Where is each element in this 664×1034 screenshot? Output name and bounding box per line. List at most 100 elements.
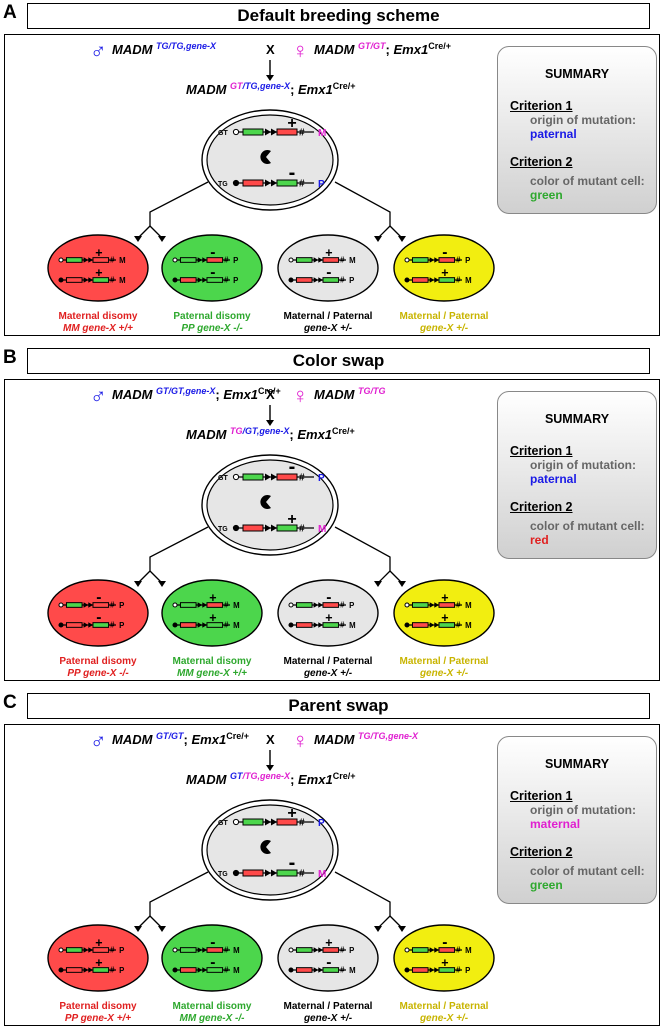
loxp-triangle-icon — [429, 257, 435, 263]
loxp-triangle-icon — [265, 818, 271, 826]
loxp-triangle-icon — [197, 257, 203, 263]
allele-origin-letter: P — [119, 621, 124, 630]
criterion-1-text: origin of mutation: — [530, 803, 636, 817]
lox-circle-icon — [404, 947, 410, 953]
lox-circle-icon — [232, 869, 240, 877]
loxp-triangle-icon — [202, 967, 207, 973]
allele-sign: + — [95, 246, 102, 260]
allele-line: #+M — [232, 511, 326, 535]
allele-sign: + — [209, 591, 216, 605]
lox-circle-icon — [404, 622, 410, 628]
allele-origin-letter: P — [233, 276, 238, 285]
offspring-genotype: MADM GT/TG,gene-X; Emx1Cre/+ — [186, 771, 355, 787]
reporter-box-b — [438, 277, 456, 283]
panel-title: Parent swap — [27, 693, 650, 719]
hash-mark: # — [110, 946, 115, 955]
allele-line: #-P — [232, 162, 325, 190]
hash-mark: # — [340, 256, 345, 265]
reporter-box-b — [92, 277, 110, 283]
reporter-box-a — [179, 257, 197, 263]
loxp-triangle-icon — [83, 947, 89, 953]
cre-recombinase-icon — [260, 495, 271, 509]
criterion-1-text: origin of mutation: — [530, 113, 636, 127]
allele-line: #-P — [58, 589, 124, 610]
reporter-box-b — [322, 602, 340, 608]
lox-circle-icon — [58, 967, 64, 973]
hash-mark: # — [224, 256, 229, 265]
reporter-box-a — [179, 277, 197, 283]
loxp-triangle-icon — [429, 277, 435, 283]
allele-sign: - — [326, 589, 331, 606]
reporter-box-a — [179, 622, 197, 628]
reporter-box-a — [295, 602, 313, 608]
reporter-box-b — [438, 257, 456, 263]
arrow-down-icon — [266, 75, 274, 81]
tg-label: TG — [218, 526, 228, 533]
male-genotype-text: MADM GT/GT; Emx1Cre/+ — [112, 731, 249, 747]
hash-mark: # — [340, 276, 345, 285]
lox-circle-icon — [288, 257, 294, 263]
allele-line: #-M — [172, 954, 240, 975]
female-symbol-icon: ♀ — [292, 383, 309, 408]
daughter-label-1: Maternal disomy — [59, 311, 138, 322]
allele-sign: - — [442, 244, 447, 261]
allele-sign: - — [442, 934, 447, 951]
allele-sign: + — [287, 805, 296, 822]
male-genotype-text: MADM GT/GT,gene-X; Emx1Cre/+ — [112, 386, 281, 402]
allele-line: #+M — [288, 611, 356, 630]
criterion-1-value: maternal — [530, 817, 581, 831]
loxp-triangle-icon — [197, 622, 203, 628]
daughter-label-2: gene-X +/- — [303, 668, 353, 679]
allele-sign: + — [441, 956, 448, 970]
reporter-box-b — [322, 277, 340, 283]
reporter-box-a — [65, 602, 83, 608]
summary-title: SUMMARY — [544, 412, 610, 426]
loxp-triangle-icon — [265, 179, 271, 187]
loxp-triangle-icon — [318, 602, 323, 608]
reporter-box-b — [322, 257, 340, 263]
cross-x: X — [266, 732, 275, 747]
reporter-box-b — [322, 622, 340, 628]
allele-line: #+M — [172, 591, 240, 610]
male-genotype-text: MADM TG/TG,gene-X — [112, 41, 217, 57]
reporter-box-b — [438, 602, 456, 608]
reporter-box-b — [438, 947, 456, 953]
reporter-box-a — [65, 947, 83, 953]
hash-mark: # — [299, 524, 305, 535]
allele-sign: - — [96, 589, 101, 606]
criterion-2-label: Criterion 2 — [510, 845, 573, 859]
loxp-triangle-icon — [434, 947, 439, 953]
lox-circle-icon — [288, 622, 294, 628]
female-symbol-icon: ♀ — [292, 728, 309, 753]
allele-origin-letter: M — [119, 276, 126, 285]
reporter-box-b — [206, 967, 224, 973]
arrow-head-icon — [134, 926, 142, 932]
allele-line: #+M — [58, 266, 126, 285]
daughter-label-1: Maternal / Paternal — [400, 656, 489, 667]
loxp-triangle-icon — [434, 257, 439, 263]
allele-origin-letter: M — [349, 621, 356, 630]
loxp-triangle-icon — [429, 947, 435, 953]
allele-line: #-M — [404, 934, 472, 955]
reporter-box-b — [206, 277, 224, 283]
hash-mark: # — [110, 966, 115, 975]
allele-line: #+M — [404, 611, 472, 630]
allele-line: #-P — [404, 244, 470, 265]
loxp-triangle-icon — [318, 967, 323, 973]
lox-circle-icon — [172, 602, 178, 608]
hash-mark: # — [110, 256, 115, 265]
female-genotype-text: MADM TG/TG — [314, 386, 386, 402]
criterion-2-text: color of mutant cell: — [530, 864, 645, 878]
daughter-label-1: Paternal disomy — [59, 656, 137, 667]
allele-origin-letter: P — [465, 256, 470, 265]
tg-label: TG — [218, 871, 228, 878]
daughter-cell-body — [47, 579, 149, 647]
loxp-triangle-icon — [197, 277, 203, 283]
allele-line: #+P — [404, 956, 470, 975]
allele-sign: - — [210, 244, 215, 261]
reporter-box-a — [242, 869, 264, 877]
allele-sign: + — [95, 266, 102, 280]
